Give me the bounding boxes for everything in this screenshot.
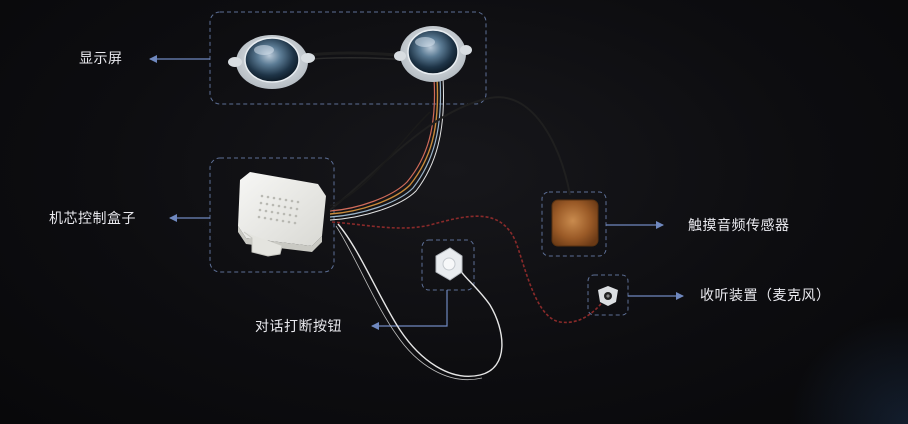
- control-box: [238, 172, 326, 257]
- talk-button-frame: [421, 239, 475, 291]
- right-lens: [394, 26, 472, 82]
- talk-button-label: 对话打断按钮: [255, 319, 342, 335]
- microphone-device: [598, 286, 618, 306]
- microphone-frame: [587, 274, 629, 316]
- touch-sensor-label: 触摸音频传感器: [688, 218, 790, 234]
- microphone-wire: [331, 215, 605, 324]
- microphone-label: 收听装置（麦克风）: [700, 288, 831, 304]
- touch-sensor-pad: [551, 199, 599, 247]
- bridge-wire: [299, 51, 406, 58]
- chip-box-label: 机芯控制盒子: [49, 211, 136, 227]
- chip-box-frame: [209, 157, 335, 273]
- talk-button-arrow: [371, 290, 448, 330]
- display-frame: [209, 11, 487, 105]
- talk-button-wire: [337, 223, 503, 377]
- ribbon-wire-a: [329, 77, 439, 215]
- display-label: 显示屏: [79, 51, 123, 67]
- left-lens: [228, 35, 315, 89]
- corner-glow: [788, 314, 908, 424]
- touch-sensor-frame: [541, 191, 607, 257]
- touch-wire: [329, 96, 571, 211]
- talk-button-device: [435, 247, 463, 281]
